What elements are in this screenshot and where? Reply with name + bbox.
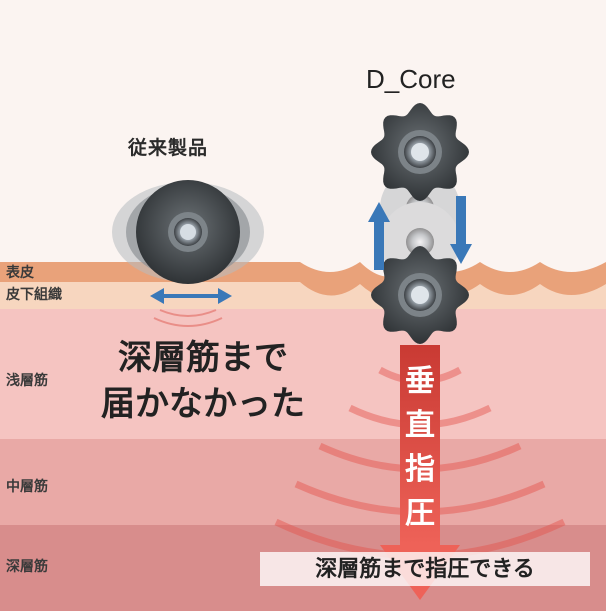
dcore-bottom-roller — [371, 246, 469, 344]
layer-middle-muscle — [0, 439, 606, 525]
layer-label-superficial-muscle: 浅層筋 — [6, 373, 48, 389]
layer-superficial-muscle — [0, 309, 606, 439]
vertical-press-char-4: 圧 — [405, 496, 435, 531]
dcore-top-roller — [371, 103, 469, 201]
layer-label-deep-muscle: 深層筋 — [6, 559, 48, 575]
shallow-pressure-arcs — [153, 309, 223, 327]
reach-deep-note: 深層筋まで指圧できる — [260, 552, 590, 586]
vertical-press-char-2: 直 — [405, 408, 435, 443]
conventional-product-title: 従来製品 — [128, 137, 209, 159]
conventional-roller — [112, 180, 264, 284]
layer-label-subcutaneous: 皮下組織 — [6, 287, 62, 303]
dcore-title: D_Core — [366, 64, 456, 94]
vertical-press-char-1: 垂 — [405, 364, 435, 399]
up-down-motion-arrows — [368, 196, 472, 270]
horizontal-motion-arrow — [150, 288, 232, 304]
not-reach-note: 深層筋まで 届かなかった — [88, 335, 318, 427]
not-reach-line1: 深層筋まで — [118, 338, 288, 378]
vertical-press-char-3: 指 — [405, 452, 435, 487]
layer-label-middle-muscle: 中層筋 — [6, 479, 48, 495]
layer-label-epidermis: 表皮 — [6, 265, 34, 281]
vertical-press-label: 垂 直 指 圧 — [400, 360, 440, 536]
not-reach-line2: 届かなかった — [101, 384, 305, 424]
